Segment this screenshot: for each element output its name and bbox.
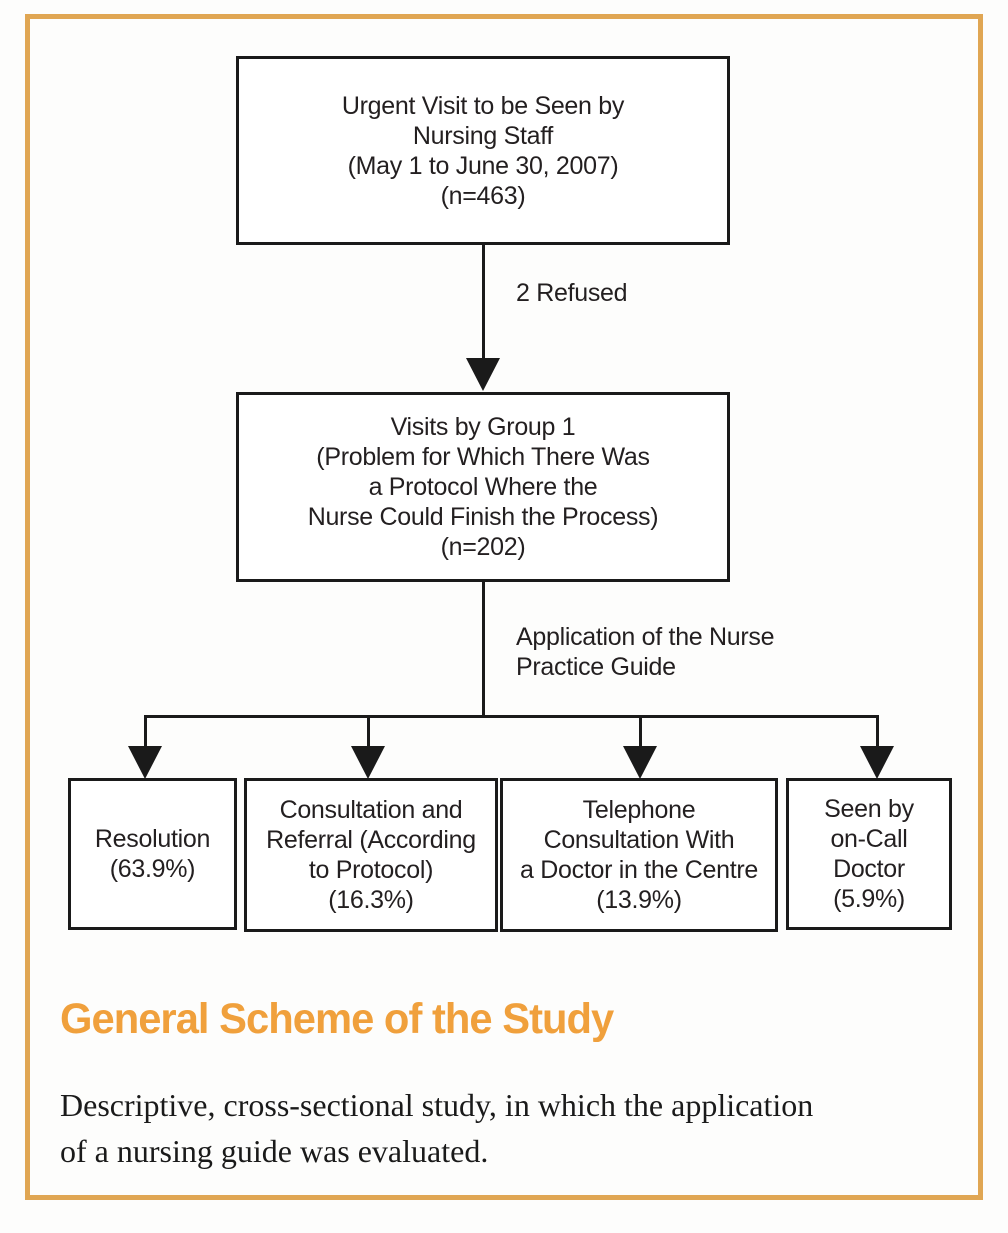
connector-line-branch-4 xyxy=(876,715,879,748)
connector-line-branch-3 xyxy=(639,715,642,748)
arrow-down-icon xyxy=(860,746,894,779)
flow-box-oncall-doctor: Seen by on-Call Doctor (5.9%) xyxy=(786,778,952,930)
connector-line-branch-1 xyxy=(144,715,147,748)
figure-title: General Scheme of the Study xyxy=(60,995,614,1043)
flow-box-oncall-doctor-text: Seen by on-Call Doctor (5.9%) xyxy=(824,795,914,913)
arrow-down-icon xyxy=(623,746,657,779)
arrow-down-icon xyxy=(351,746,385,779)
flow-box-resolution: Resolution (63.9%) xyxy=(68,778,237,930)
arrow-down-icon xyxy=(128,746,162,779)
flow-box-consultation-referral: Consultation and Referral (According to … xyxy=(244,778,498,932)
flow-box-resolution-text: Resolution (63.9%) xyxy=(94,825,211,883)
flow-box-group1-visits: Visits by Group 1 (Problem for Which The… xyxy=(236,392,730,582)
flow-box-telephone-consultation-text: Telephone Consultation With a Doctor in … xyxy=(520,796,758,914)
flow-box-urgent-visits: Urgent Visit to be Seen by Nursing Staff… xyxy=(236,56,730,245)
connector-branch-bar xyxy=(144,715,879,718)
flow-box-telephone-consultation: Telephone Consultation With a Doctor in … xyxy=(500,778,778,932)
flow-box-consultation-referral-text: Consultation and Referral (According to … xyxy=(266,796,476,914)
connector-line-mid-to-branch xyxy=(482,582,485,718)
connector-line-top-to-mid xyxy=(482,245,485,359)
connector-line-branch-2 xyxy=(367,715,370,748)
edge-label-refused: 2 Refused xyxy=(516,279,628,307)
flow-box-urgent-visits-text: Urgent Visit to be Seen by Nursing Staff… xyxy=(341,91,625,210)
edge-label-practice-guide: Application of the Nurse Practice Guide xyxy=(516,623,775,681)
arrow-down-icon xyxy=(466,358,500,391)
page-border-frame xyxy=(25,14,983,1200)
figure-description: Descriptive, cross-sectional study, in w… xyxy=(60,1087,814,1169)
flow-box-group1-visits-text: Visits by Group 1 (Problem for Which The… xyxy=(307,413,659,561)
